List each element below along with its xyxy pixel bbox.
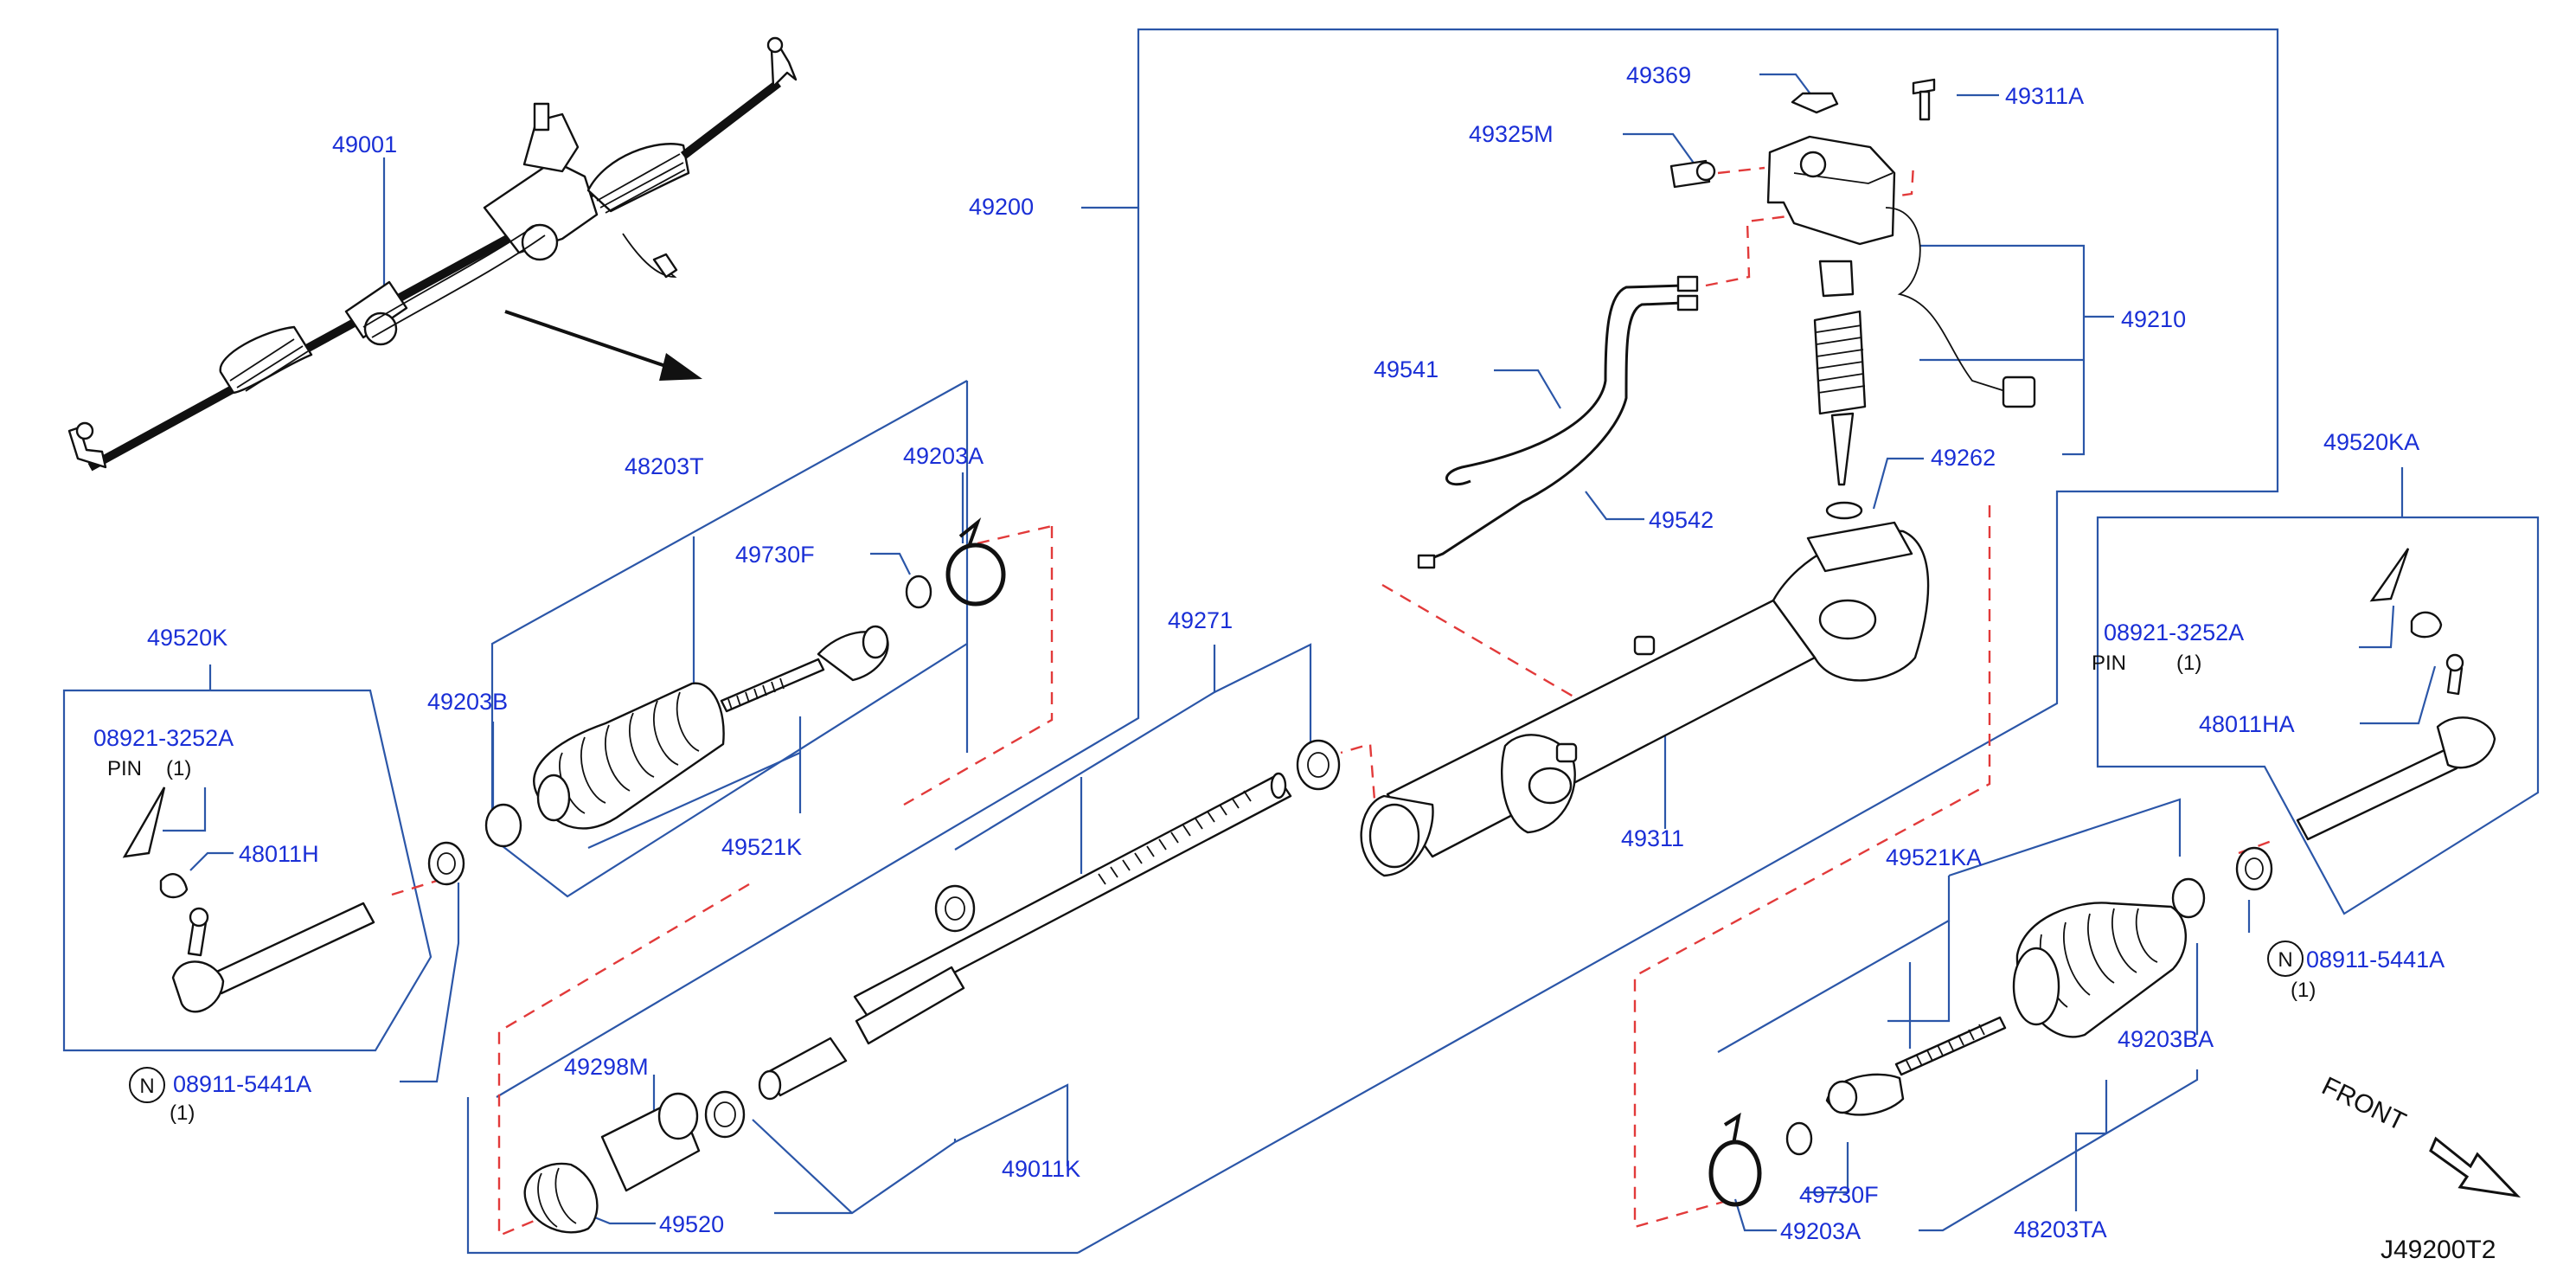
part-label: 49200 bbox=[969, 194, 1034, 220]
end-cap-49520 bbox=[523, 1162, 599, 1234]
piston-49011K bbox=[758, 966, 965, 1101]
hydraulic-tubes bbox=[1417, 275, 1699, 569]
part-label: 48203TA bbox=[2014, 1217, 2107, 1242]
front-arrow-icon bbox=[2429, 1136, 2522, 1198]
svg-text:N: N bbox=[2278, 948, 2292, 972]
nut-symbol-left: N bbox=[129, 1067, 165, 1103]
part-label: 49203BA bbox=[2118, 1026, 2214, 1052]
steering-rack-assembly bbox=[67, 36, 798, 472]
clamp-49203A-bottom bbox=[1708, 1112, 1762, 1207]
alignment-dashes bbox=[391, 164, 2272, 1237]
part-label: 49203A bbox=[1780, 1218, 1861, 1244]
part-label: 49521K bbox=[721, 834, 802, 860]
part-label: 49521KA bbox=[1886, 844, 1982, 870]
leader-lines bbox=[62, 28, 2540, 1255]
pin-qty: (1) bbox=[2176, 652, 2201, 675]
part-label: 49311 bbox=[1621, 825, 1684, 851]
front-label: FRONT bbox=[2317, 1072, 2410, 1137]
part-label: 49325M bbox=[1469, 121, 1554, 147]
bushing-right-of-rack bbox=[1296, 739, 1341, 791]
part-label: 49542 bbox=[1649, 507, 1714, 533]
rack-housing-49311 bbox=[1360, 521, 1930, 877]
rack-bar-49271 bbox=[853, 772, 1292, 1019]
boot-48203T bbox=[533, 682, 725, 830]
clamp-49203B bbox=[484, 803, 522, 848]
inner-tie-rod-49521KA bbox=[1825, 1016, 2007, 1116]
part-label: 49203B bbox=[427, 689, 508, 715]
part-label: 08921-3252A bbox=[93, 725, 234, 751]
part-label: 49001 bbox=[332, 132, 397, 157]
part-label: 49730F bbox=[735, 542, 815, 568]
inner-tie-rod-49521K bbox=[720, 625, 889, 713]
part-labels: 49001 49200 49369 49311A 49325M 49210 49… bbox=[93, 62, 2445, 1244]
part-label: 49520 bbox=[659, 1211, 724, 1237]
part-label: 49311A bbox=[2005, 83, 2084, 109]
part-label: 08911-5441A bbox=[173, 1071, 311, 1097]
sleeve-49298M bbox=[600, 1092, 701, 1192]
part-label: 48011H bbox=[239, 841, 319, 867]
washer-49730F-top bbox=[905, 575, 932, 609]
part-label: 49210 bbox=[2121, 306, 2186, 332]
part-label: 48203T bbox=[625, 453, 704, 479]
bolt-49311A bbox=[1912, 78, 1936, 121]
washer-49011K bbox=[704, 1090, 746, 1139]
gear-housing-assembly bbox=[1766, 135, 2036, 486]
part-label: 08911-5441A bbox=[2306, 947, 2445, 973]
part-label: 49298M bbox=[564, 1054, 649, 1080]
pin-label: PIN bbox=[2092, 652, 2126, 675]
nut-08911-right bbox=[2235, 846, 2273, 891]
o-ring-49262 bbox=[1825, 501, 1863, 520]
cap-49369 bbox=[1791, 92, 1839, 114]
diagram-code: J49200T2 bbox=[2381, 1236, 2496, 1264]
clamp-49203BA bbox=[2171, 877, 2206, 919]
part-label: 48011HA bbox=[2199, 711, 2295, 737]
tie-rod-end-right bbox=[2296, 548, 2496, 841]
part-label: 49369 bbox=[1626, 62, 1691, 88]
part-label: 49203A bbox=[903, 443, 984, 469]
svg-text:N: N bbox=[139, 1075, 154, 1098]
tie-rod-end-left bbox=[122, 786, 375, 1013]
part-label: 49271 bbox=[1168, 607, 1233, 633]
part-label: 49011K bbox=[1002, 1156, 1080, 1182]
clamp-49203A-top bbox=[945, 517, 1006, 607]
nut-08911-left bbox=[427, 841, 465, 886]
assembly-direction-arrow bbox=[504, 310, 702, 381]
bushing-left-of-rack bbox=[934, 884, 976, 933]
part-label: 49541 bbox=[1374, 356, 1439, 382]
part-label: 49520KA bbox=[2323, 429, 2419, 455]
part-label: 49262 bbox=[1931, 445, 1996, 471]
part-label: 08921-3252A bbox=[2104, 620, 2244, 645]
washer-49730F-bottom bbox=[1785, 1121, 1813, 1156]
nut-qty: (1) bbox=[2291, 979, 2316, 1002]
pin-qty: (1) bbox=[166, 757, 191, 780]
pin-label: PIN bbox=[107, 757, 142, 780]
part-label: 49730F bbox=[1799, 1182, 1879, 1208]
nut-symbol-right: N bbox=[2267, 941, 2304, 977]
valve-49325M bbox=[1669, 159, 1716, 189]
boot-48203TA bbox=[2012, 902, 2187, 1038]
part-label: 49520K bbox=[147, 625, 227, 651]
nut-qty: (1) bbox=[170, 1101, 195, 1125]
